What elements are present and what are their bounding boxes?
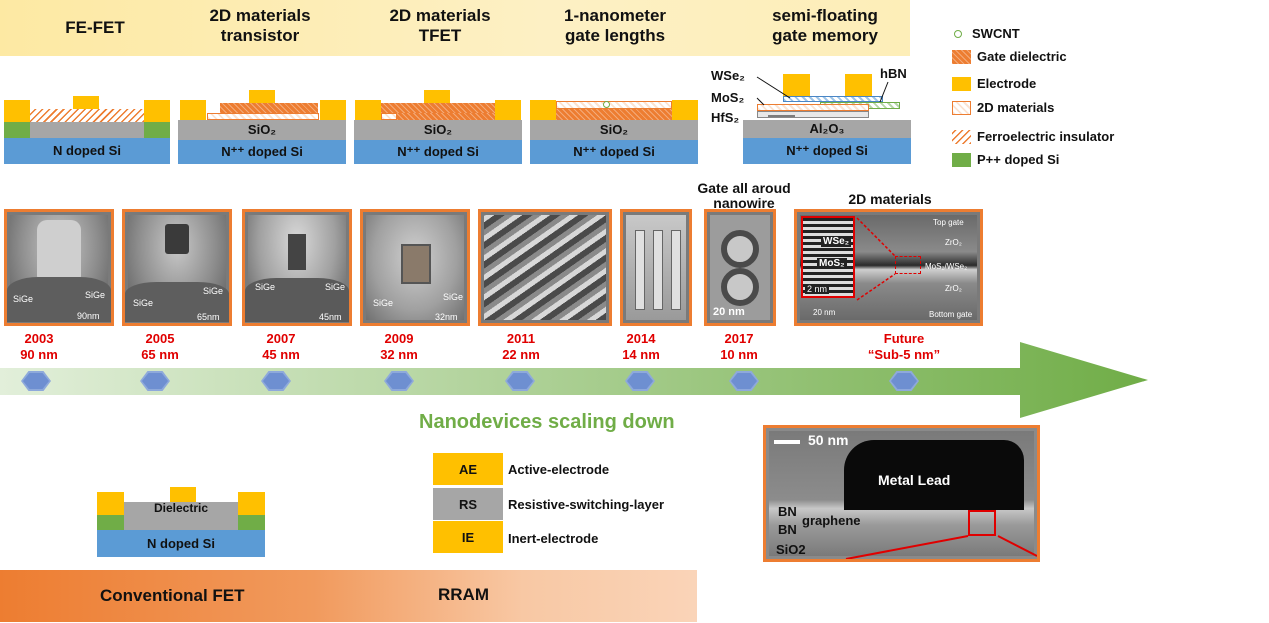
timeline-marker-2007 <box>261 371 291 391</box>
title-fefet: FE-FET <box>65 18 125 37</box>
legend-ferroelectric: Ferroelectric insulator <box>952 129 1114 144</box>
scaling-label: Nanodevices scaling down <box>419 411 675 433</box>
timeline-marker-2014 <box>625 371 655 391</box>
label-2d-materials: 2D materials <box>848 191 932 207</box>
scaling-arrow <box>0 342 1148 418</box>
timeline-marker-2003 <box>21 371 51 391</box>
tem-2011 <box>478 209 612 326</box>
timeline-marker-2017 <box>729 371 759 391</box>
timeline-future: Future“Sub-5 nm” <box>867 331 941 362</box>
rram-ie: IE <box>433 521 503 553</box>
timeline-marker-2009 <box>384 371 414 391</box>
legend-swcnt: SWCNT <box>952 26 1020 41</box>
tem-graphene-rram: 50 nm Metal Lead BN BN graphene SiO2 <box>763 425 1040 562</box>
leader-lines <box>756 76 889 117</box>
timeline-marker-2011 <box>505 371 535 391</box>
tem-2003: SiGe SiGe 90nm <box>4 209 114 326</box>
timeline-marker-future <box>889 371 919 391</box>
rram-rs: RS <box>433 488 503 520</box>
label-conventional-fet: Conventional FET <box>100 586 245 605</box>
tem-2005: SiGe SiGe 65nm <box>122 209 232 326</box>
bottom-bar <box>0 570 697 622</box>
legend-2d-materials: 2D materials <box>952 100 1054 115</box>
legend-gate-dielectric: Gate dielectric <box>952 49 1067 64</box>
tem-2007: SiGe SiGe 45nm <box>242 209 352 326</box>
rram-rs-label: Resistive-switching-layer <box>508 497 665 512</box>
title-band <box>0 0 910 56</box>
rram-ae-label: Active-electrode <box>508 462 610 477</box>
legend-electrode: Electrode <box>952 76 1036 91</box>
legend-p-doped-si: P++ doped Si <box>952 152 1059 167</box>
tem-2017: 20 nm <box>704 209 776 326</box>
label-gaa: Gate all aroud nanowire <box>697 180 791 211</box>
label-rram: RRAM <box>438 585 489 604</box>
tem-2009: SiGe SiGe 32nm <box>360 209 470 326</box>
tem-2d-materials: WSe₂ MoS₂ 2 nm Top gate ZrO₂ MoS₂/WSe₂ Z… <box>794 209 983 326</box>
tem-2014 <box>620 209 692 326</box>
rram-ae: AE <box>433 453 503 485</box>
substrate: N doped Si <box>4 138 170 164</box>
timeline-marker-2005 <box>140 371 170 391</box>
rram-ie-label: Inert-electrode <box>508 531 599 546</box>
